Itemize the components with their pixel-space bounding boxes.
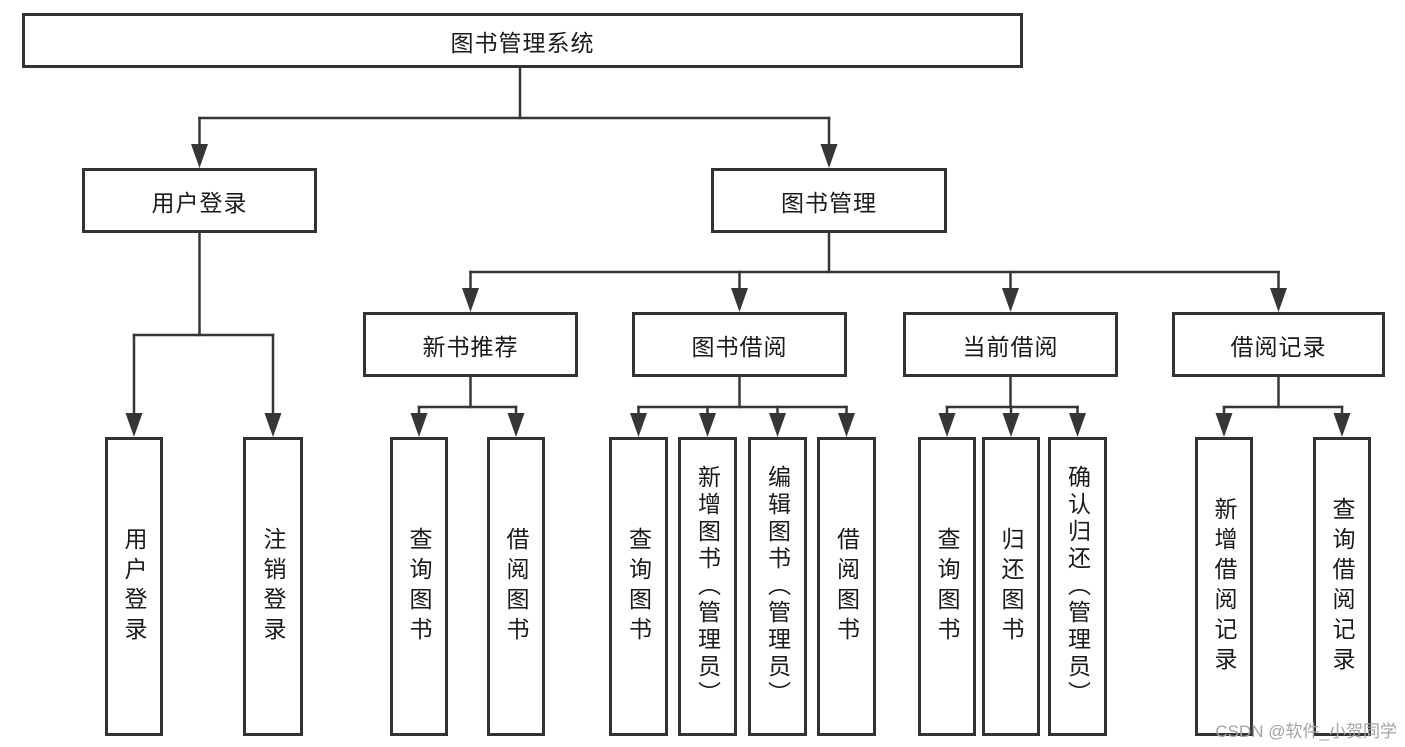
connector-strokes <box>132 66 1344 416</box>
leaf-label: 新增借阅记录 <box>1211 496 1237 677</box>
leaf-label: 查询借阅记录 <box>1329 496 1355 677</box>
leaf-label: 查询图书 <box>625 526 652 647</box>
leaf-logout: 注销登录 <box>243 437 303 736</box>
leaf-edit-book-admin: 编辑图书（管理员） <box>748 437 807 736</box>
leaf-label: 编辑图书（管理员） <box>764 465 791 708</box>
node-label: 当前借阅 <box>962 333 1059 360</box>
leaf-return-book: 归还图书 <box>982 437 1040 736</box>
node-book-management: 图书管理 <box>711 168 947 233</box>
leaf-user-login: 用户登录 <box>105 437 163 736</box>
leaf-add-borrow-record: 新增借阅记录 <box>1195 437 1253 736</box>
node-library-management-system: 图书管理系统 <box>22 13 1023 68</box>
node-book-borrowing: 图书借阅 <box>632 312 847 377</box>
leaf-label: 借阅图书 <box>833 526 860 647</box>
leaf-label: 注销登录 <box>260 526 286 647</box>
leaf-query-books-borrowing: 查询图书 <box>609 437 668 736</box>
node-label: 用户登录 <box>151 189 248 216</box>
leaf-borrow-books-borrowing: 借阅图书 <box>817 437 876 736</box>
leaf-label: 新增图书（管理员） <box>694 465 721 708</box>
leaf-label: 用户登录 <box>121 526 147 647</box>
leaf-query-books-current: 查询图书 <box>918 437 976 736</box>
node-label: 借阅记录 <box>1230 333 1327 360</box>
node-borrowing-records: 借阅记录 <box>1172 312 1385 377</box>
leaf-borrow-books-recommend: 借阅图书 <box>487 437 545 736</box>
leaf-label: 确认归还（管理员） <box>1064 465 1091 708</box>
arrowheads <box>125 144 1351 437</box>
leaf-label: 查询图书 <box>934 526 960 647</box>
leaf-label: 归还图书 <box>998 526 1024 647</box>
leaf-query-borrow-record: 查询借阅记录 <box>1313 437 1371 736</box>
leaf-label: 查询图书 <box>406 526 432 647</box>
watermark: CSDN @软件_小贺同学 <box>1215 722 1397 741</box>
node-current-borrowing: 当前借阅 <box>903 312 1118 377</box>
node-label: 图书管理 <box>781 189 877 216</box>
node-new-book-recommend: 新书推荐 <box>363 312 578 377</box>
leaf-add-book-admin: 新增图书（管理员） <box>678 437 737 736</box>
node-label: 新书推荐 <box>422 333 519 360</box>
leaf-label: 借阅图书 <box>503 526 529 647</box>
leaf-confirm-return-admin: 确认归还（管理员） <box>1048 437 1107 736</box>
node-label: 图书管理系统 <box>450 29 595 56</box>
node-label: 图书借阅 <box>691 333 788 360</box>
node-user-login: 用户登录 <box>82 168 317 233</box>
leaf-query-books-recommend: 查询图书 <box>390 437 448 736</box>
